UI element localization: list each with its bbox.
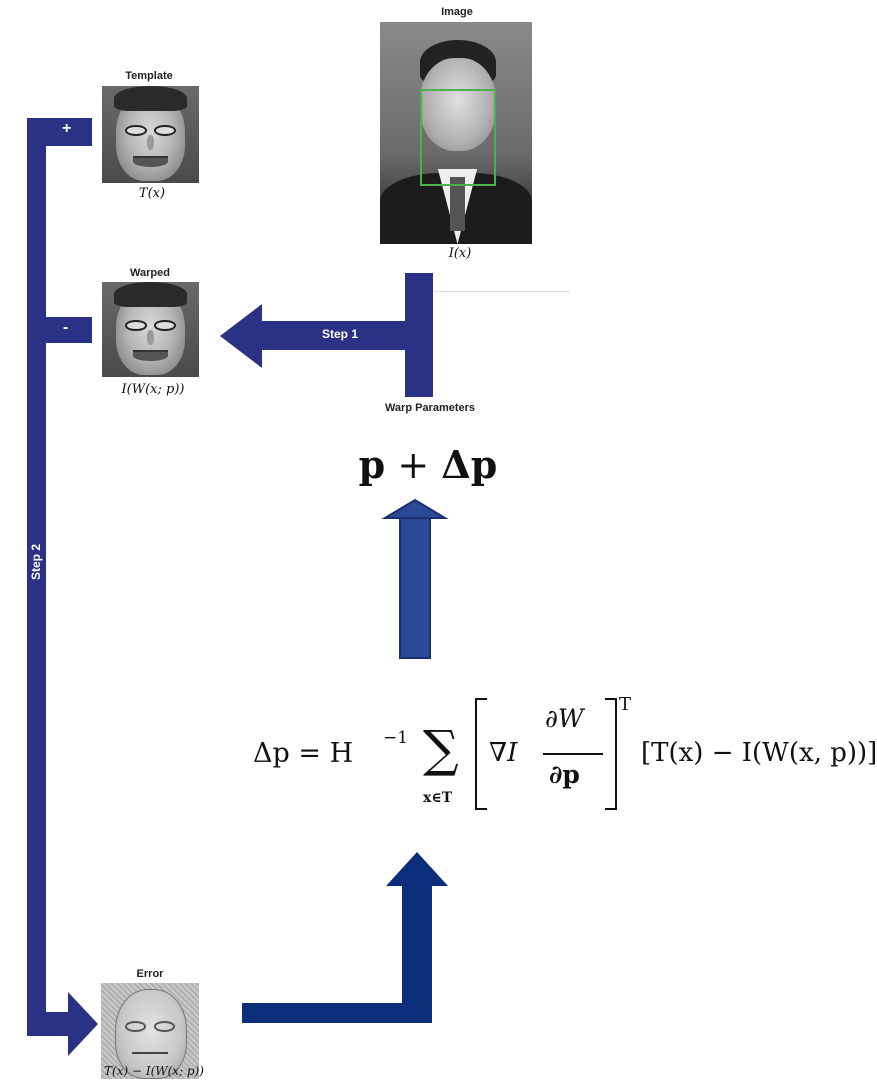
warped-title: Warped [130, 267, 170, 279]
step2-bar [27, 118, 46, 1030]
image-formula: I(x) [448, 246, 472, 261]
image-divider [434, 291, 570, 292]
update-formula: p + Δp [358, 442, 498, 487]
minus-sign: - [63, 319, 69, 336]
eq-fraction-bar [543, 753, 603, 755]
error-arrow-vertical [402, 884, 432, 1023]
eq-sum: ∑ [423, 720, 459, 778]
image-title: Image [441, 6, 473, 18]
eq-bracket-term: [T(x) − I(W(x, p))] [641, 738, 877, 768]
template-photo [102, 86, 199, 183]
error-formula: T(x) − I(W(x; p)) [104, 1064, 204, 1078]
error-arrow-horizontal [242, 1003, 432, 1023]
step2-top-cap [27, 118, 92, 146]
error-arrow-head [386, 852, 448, 886]
error-photo [101, 983, 199, 1079]
update-arrow-shaft [399, 515, 431, 659]
warped-formula: I(W(x; p)) [121, 382, 185, 397]
warped-photo [102, 282, 199, 377]
step2-mid-cap [27, 317, 92, 343]
eq-sum-sub: x∈T [423, 790, 453, 806]
step1-shaft [258, 321, 408, 350]
warp-parameters-label: Warp Parameters [384, 402, 476, 414]
eq-left-bracket [475, 698, 487, 810]
eq-bracket-body: T(x) − I(W(x, p)) [651, 738, 868, 768]
face-detection-box [419, 88, 496, 187]
image-photo [380, 22, 532, 244]
step1-vertical [405, 273, 433, 397]
update-delta-p: Δp [441, 442, 498, 487]
update-arrow-head [381, 498, 449, 519]
eq-transpose: T [619, 694, 632, 715]
eq-partial-num: ∂W [545, 704, 584, 733]
update-p: p [358, 442, 386, 487]
eq-grad: ∇I [489, 738, 518, 768]
template-formula: T(x) [138, 186, 166, 201]
eq-right-bracket [605, 698, 617, 810]
template-title: Template [125, 70, 173, 82]
plus-sign: + [62, 120, 72, 137]
step2-arrowhead [68, 992, 98, 1056]
step2-bottom-bar [27, 1012, 75, 1036]
eq-partial-den: ∂p [549, 760, 580, 789]
eq-lhs: Δp = H [253, 738, 354, 769]
update-equation: Δp = H −1 ∑ x∈T ∇I ∂W ∂p T [T(x) − I(W(x… [253, 690, 877, 830]
update-plus: + [385, 443, 442, 487]
step1-label: Step 1 [321, 327, 358, 341]
step2-label: Step 2 [29, 544, 43, 581]
error-title: Error [136, 968, 164, 980]
step1-arrowhead [220, 304, 262, 368]
eq-inverse: −1 [383, 728, 409, 748]
